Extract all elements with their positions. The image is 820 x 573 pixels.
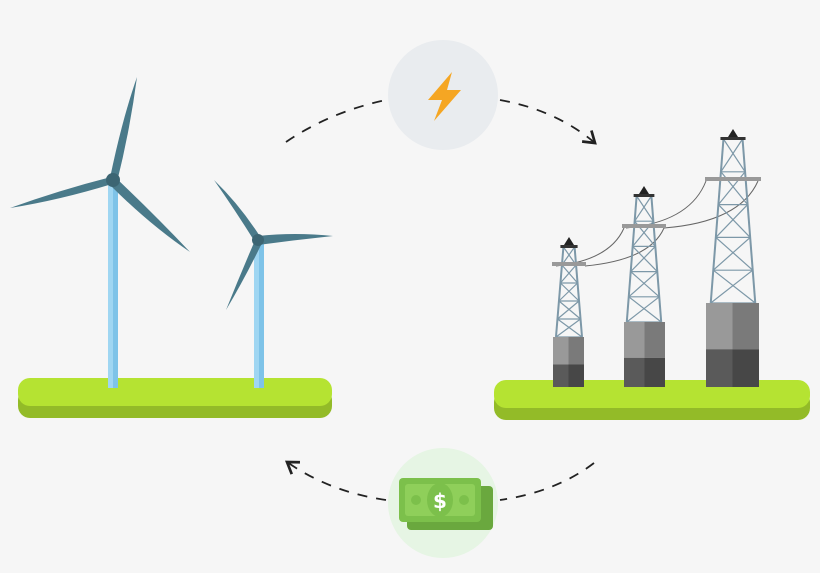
wind-farm-ground [18,378,332,418]
arrow-bottom-right [499,462,595,501]
wind-turbine-large-icon [10,77,190,388]
power-pylon-small-icon [552,237,586,387]
flow-arrows [285,99,597,501]
arrow-bottom-left-icon [285,460,387,501]
lightning-bolt-icon [428,72,461,121]
power-pylon-large-icon [705,129,761,387]
electricity-bubble [388,40,498,150]
arrow-top-left [285,99,387,143]
dollar-sign: $ [433,489,447,513]
power-pylon-medium-icon [622,186,666,387]
money-bill-icon: $ [399,478,493,530]
wind-turbine-small-icon [214,180,333,388]
arrow-top-right-icon [499,99,597,145]
money-bubble: $ [388,448,498,558]
